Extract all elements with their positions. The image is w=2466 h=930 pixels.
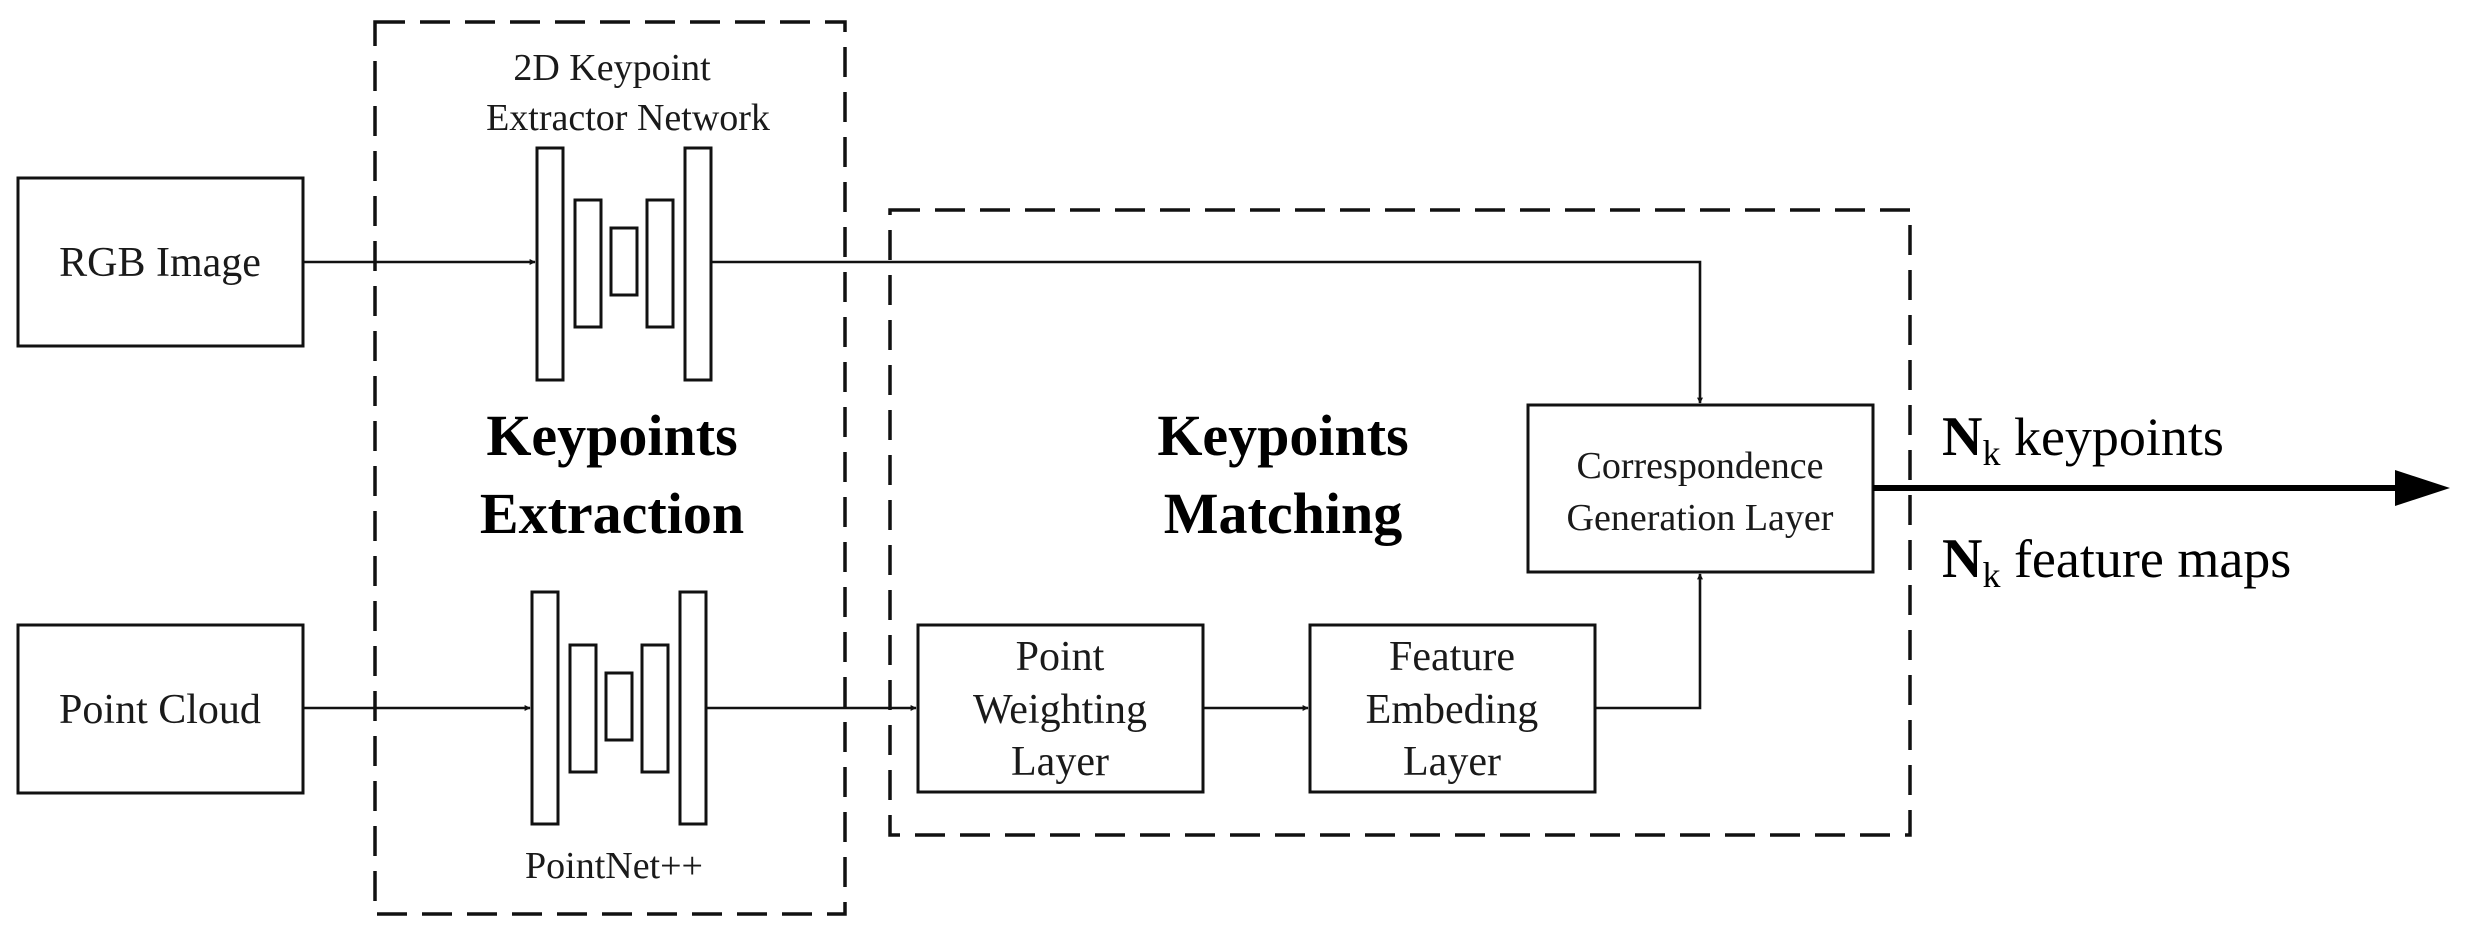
keypoints-matching-region xyxy=(888,208,1912,837)
point-weighting-line1: Point xyxy=(1016,634,1105,680)
network-title-line2: Extractor Network xyxy=(486,97,770,139)
keypoints-extraction-region xyxy=(373,20,847,916)
feature-embedding-line2: Embeding xyxy=(1366,687,1539,733)
keypoints-extraction-heading-line1: Keypoints xyxy=(486,403,737,468)
embedding-to-correspondence-arrow xyxy=(1595,573,1703,710)
feature-embedding-layer-box: Feature Embeding Layer xyxy=(1308,623,1597,794)
feature-embedding-line3: Layer xyxy=(1403,739,1501,785)
encoder-layer-2 xyxy=(573,198,603,329)
pointnet-encoder-layer-2 xyxy=(568,643,598,774)
connectors xyxy=(303,259,2450,711)
pointnet-label: PointNet++ xyxy=(525,845,703,887)
correspondence-line2: Generation Layer xyxy=(1567,497,1834,539)
network-title-line1: 2D Keypoint xyxy=(513,47,711,89)
pointnet-network xyxy=(530,590,708,826)
point-cloud-label: Point Cloud xyxy=(59,687,261,733)
keypoints-extraction-heading-line2: Extraction xyxy=(480,481,744,546)
output-keypoints-label: Nk keypoints xyxy=(1942,406,2224,473)
point-weighting-line2: Weighting xyxy=(973,687,1147,733)
rgb-image-label: RGB Image xyxy=(59,240,261,286)
feature-embedding-line1: Feature xyxy=(1389,634,1515,680)
correspondence-line1: Correspondence xyxy=(1577,445,1824,487)
point-weighting-line3: Layer xyxy=(1011,739,1109,785)
extractor-to-correspondence-arrow xyxy=(711,260,1703,404)
pointnet-decoder-layer-2 xyxy=(678,590,708,826)
output-arrowhead xyxy=(2395,470,2450,506)
pointnet-bottleneck-layer xyxy=(604,671,634,742)
output-feature-maps-label: Nk feature maps xyxy=(1942,528,2291,595)
keypoints-matching-heading-line2: Matching xyxy=(1164,481,1402,546)
decoder-layer-2 xyxy=(683,146,713,382)
decoder-layer-1 xyxy=(645,198,675,329)
bottleneck-layer xyxy=(609,226,639,297)
keypoint-extractor-network xyxy=(535,146,713,382)
keypoints-matching-heading-line1: Keypoints xyxy=(1157,403,1408,468)
correspondence-generation-layer-box: Correspondence Generation Layer xyxy=(1526,403,1875,574)
pointnet-decoder-layer-1 xyxy=(640,643,670,774)
pointnet-encoder-layer-1 xyxy=(530,590,560,826)
encoder-layer-1 xyxy=(535,146,565,382)
point-cloud-box: Point Cloud xyxy=(16,623,305,795)
point-weighting-layer-box: Point Weighting Layer xyxy=(916,623,1205,794)
rgb-image-box: RGB Image xyxy=(16,176,305,348)
